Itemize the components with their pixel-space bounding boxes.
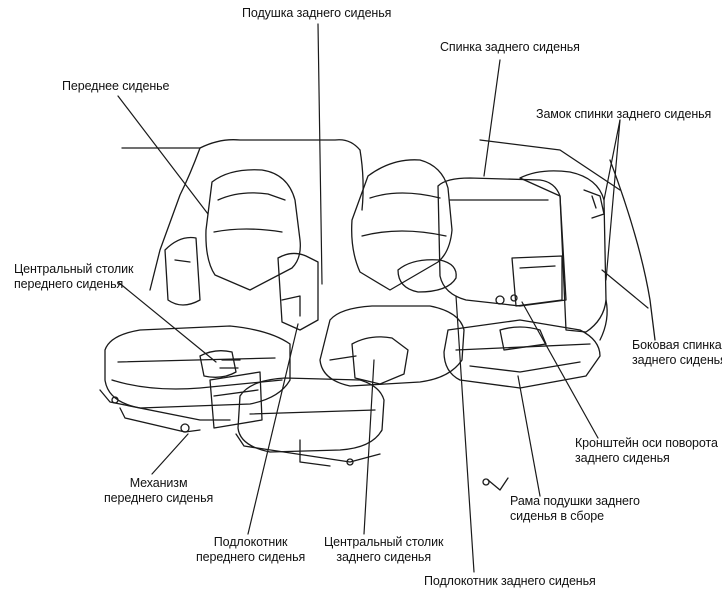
- label-front-console: Центральный столик переднего сиденья: [14, 262, 133, 292]
- label-rear-back-text: Спинка заднего сиденья: [440, 40, 580, 54]
- middle-seat-drawing: [235, 159, 509, 491]
- leader-rear-back-lock: [603, 119, 621, 201]
- label-cushion-frame-line1: Рама подушки заднего: [510, 494, 640, 508]
- label-rear-side-back: Боковая спинка заднего сиденья: [632, 338, 722, 368]
- label-rear-back-lock-text: Замок спинки заднего сиденья: [536, 107, 712, 121]
- label-front-mechanism: Механизм переднего сиденья: [104, 476, 213, 506]
- leader-front-mechanism: [151, 433, 189, 475]
- label-rear-console: Центральный столик заднего сиденья: [324, 535, 443, 565]
- leader-rear-back-lock-2: [605, 119, 621, 281]
- label-rear-armrest: Подлокотник заднего сиденья: [424, 574, 596, 589]
- vehicle-body-outline: [121, 139, 656, 341]
- label-rear-cushion-text: Подушка заднего сиденья: [242, 6, 392, 20]
- label-front-armrest: Подлокотник переднего сиденья: [196, 535, 305, 565]
- leader-front-armrest: [247, 323, 299, 535]
- label-front-armrest-line2: переднего сиденья: [196, 550, 306, 564]
- leader-front-seat: [117, 95, 209, 215]
- leader-cushion-frame: [517, 375, 541, 497]
- label-front-armrest-line1: Подлокотник: [213, 535, 288, 549]
- label-cushion-frame-line2: сиденья в сборе: [510, 509, 605, 523]
- label-rear-back-lock: Замок спинки заднего сиденья: [536, 107, 711, 122]
- leader-rear-cushion: [317, 23, 323, 285]
- leader-lines: [117, 23, 649, 573]
- label-front-mechanism-line2: переднего сиденья: [104, 491, 214, 505]
- front-seat-drawing: [99, 169, 301, 433]
- label-rear-side-back-line2: заднего сиденья: [632, 353, 722, 367]
- leader-rear-armrest: [455, 295, 475, 573]
- leader-rear-back: [483, 59, 501, 177]
- label-rear-console-line1: Центральный столик: [324, 535, 444, 549]
- label-front-seat-text: Переднее сиденье: [62, 79, 170, 93]
- leader-front-console: [117, 281, 217, 363]
- label-pivot-bracket-line1: Кронштейн оси поворота: [575, 436, 718, 450]
- label-rear-armrest-text: Подлокотник заднего сиденья: [424, 574, 596, 588]
- leader-pivot-bracket: [521, 301, 599, 439]
- label-pivot-bracket: Кронштейн оси поворота заднего сиденья: [575, 436, 718, 466]
- label-front-console-line2: переднего сиденья: [14, 277, 124, 291]
- label-rear-console-line2: заднего сиденья: [336, 550, 432, 564]
- label-front-seat: Переднее сиденье: [62, 79, 169, 94]
- label-rear-side-back-line1: Боковая спинка: [632, 338, 722, 352]
- label-pivot-bracket-line2: заднего сиденья: [575, 451, 670, 465]
- leader-rear-side-back: [601, 269, 649, 309]
- label-cushion-frame: Рама подушки заднего сиденья в сборе: [510, 494, 640, 524]
- label-front-console-line1: Центральный столик: [14, 262, 134, 276]
- rear-seat-drawing: [437, 170, 608, 389]
- label-front-mechanism-line1: Механизм: [129, 476, 188, 490]
- label-rear-back: Спинка заднего сиденья: [440, 40, 580, 55]
- front-console-drawing: [209, 252, 319, 429]
- leader-rear-console: [363, 359, 375, 535]
- label-rear-cushion: Подушка заднего сиденья: [242, 6, 391, 21]
